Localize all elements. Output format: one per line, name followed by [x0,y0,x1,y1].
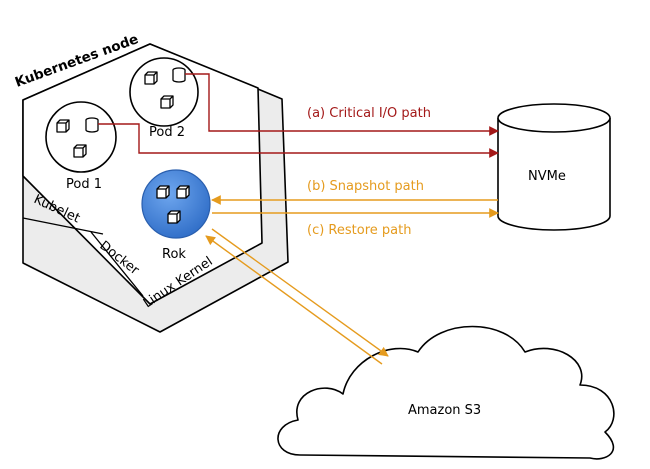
s3-label: Amazon S3 [408,403,481,418]
cube-icon [156,185,170,199]
cloud-shape [277,325,615,460]
pod-2-circle [129,57,199,127]
pod-1-label: Pod 1 [66,177,102,192]
pod-2-label: Pod 2 [149,125,185,140]
rok: Rok [141,169,211,262]
amazon-s3-cloud: Amazon S3 [277,325,615,460]
cube-icon [176,185,190,199]
cube-icon [56,119,70,133]
cube-icon [167,210,181,224]
critical-path-label: (a) Critical I/O path [307,106,431,121]
nvme-body [497,118,611,231]
pod-1-circle [45,101,117,173]
cube-icon [73,144,87,158]
cylinder-icon [85,117,99,133]
pod-1-critical-path [98,123,499,158]
nvme-top [497,103,611,133]
pod-2: Pod 2 [129,57,199,140]
critical-io-paths: (a) Critical I/O path [98,73,499,158]
cube-icon [160,95,174,109]
nvme-disk: NVMe [497,103,611,231]
rok-circle [141,169,211,239]
nvme-label: NVMe [528,169,566,184]
cylinder-icon [172,67,186,83]
cube-icon [144,71,158,85]
s3-download-arrow [205,235,383,365]
s3-upload-arrow [211,228,389,357]
snapshot-restore-paths: (b) Snapshot path (c) Restore path [205,179,499,365]
pod-1: Pod 1 [45,101,117,192]
docker-kernel-divider [90,231,144,297]
snapshot-path-label: (b) Snapshot path [307,179,424,194]
restore-path-label: (c) Restore path [307,223,411,238]
pod-2-critical-path [185,73,499,136]
kubelet-docker-divider [22,217,104,235]
rok-label: Rok [162,247,186,262]
